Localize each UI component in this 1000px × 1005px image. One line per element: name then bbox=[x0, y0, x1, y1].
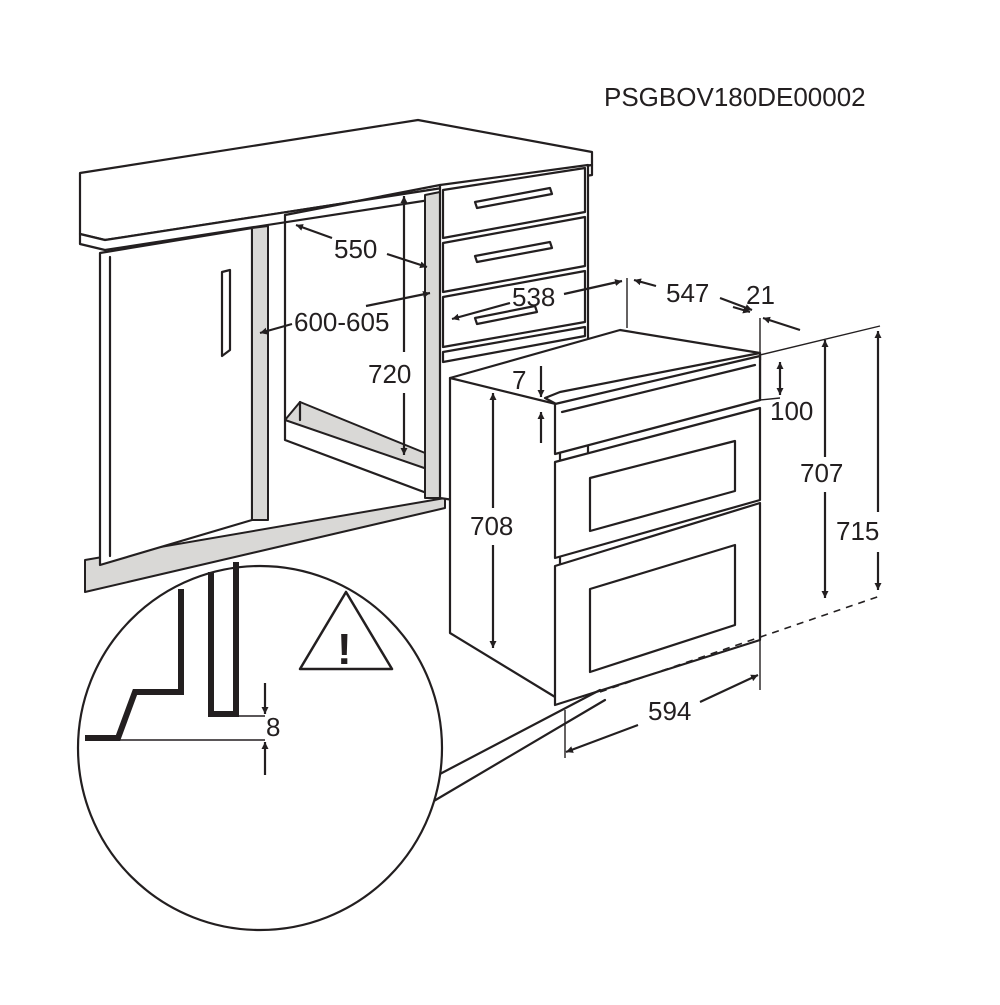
dim-label-538: 538 bbox=[512, 282, 555, 312]
oven-niche bbox=[251, 183, 442, 521]
dim-label-547: 547 bbox=[666, 278, 709, 308]
dim-label-7: 7 bbox=[512, 365, 526, 395]
dim-label-708: 708 bbox=[470, 511, 513, 541]
warning-triangle-icon: ! bbox=[298, 590, 394, 674]
dimension-lines bbox=[259, 196, 882, 758]
dim-label-720: 720 bbox=[368, 359, 411, 389]
dim-label-21: 21 bbox=[746, 280, 775, 310]
drawer-handle-icon bbox=[473, 186, 554, 210]
warning-exclamation: ! bbox=[337, 625, 352, 674]
door-handle-icon bbox=[220, 268, 232, 358]
dim-label-550: 550 bbox=[334, 234, 377, 264]
dim-label-715: 715 bbox=[836, 516, 879, 546]
kitchen-cabinet bbox=[78, 118, 594, 593]
cabinet-door-left bbox=[98, 226, 254, 567]
drawer-handle-icon bbox=[473, 304, 539, 326]
dim-label-707: 707 bbox=[800, 458, 843, 488]
oven-appliance bbox=[448, 328, 762, 707]
drawer-handle-icon bbox=[473, 240, 554, 264]
dim-label-594: 594 bbox=[648, 696, 691, 726]
dim-label-100: 100 bbox=[770, 396, 813, 426]
dim-label-8: 8 bbox=[266, 712, 280, 742]
dim-label-600-605: 600-605 bbox=[294, 307, 389, 337]
reference-code: PSGBOV180DE00002 bbox=[604, 82, 866, 112]
oven-upper-door bbox=[553, 406, 762, 560]
oven-lower-door bbox=[553, 501, 762, 707]
